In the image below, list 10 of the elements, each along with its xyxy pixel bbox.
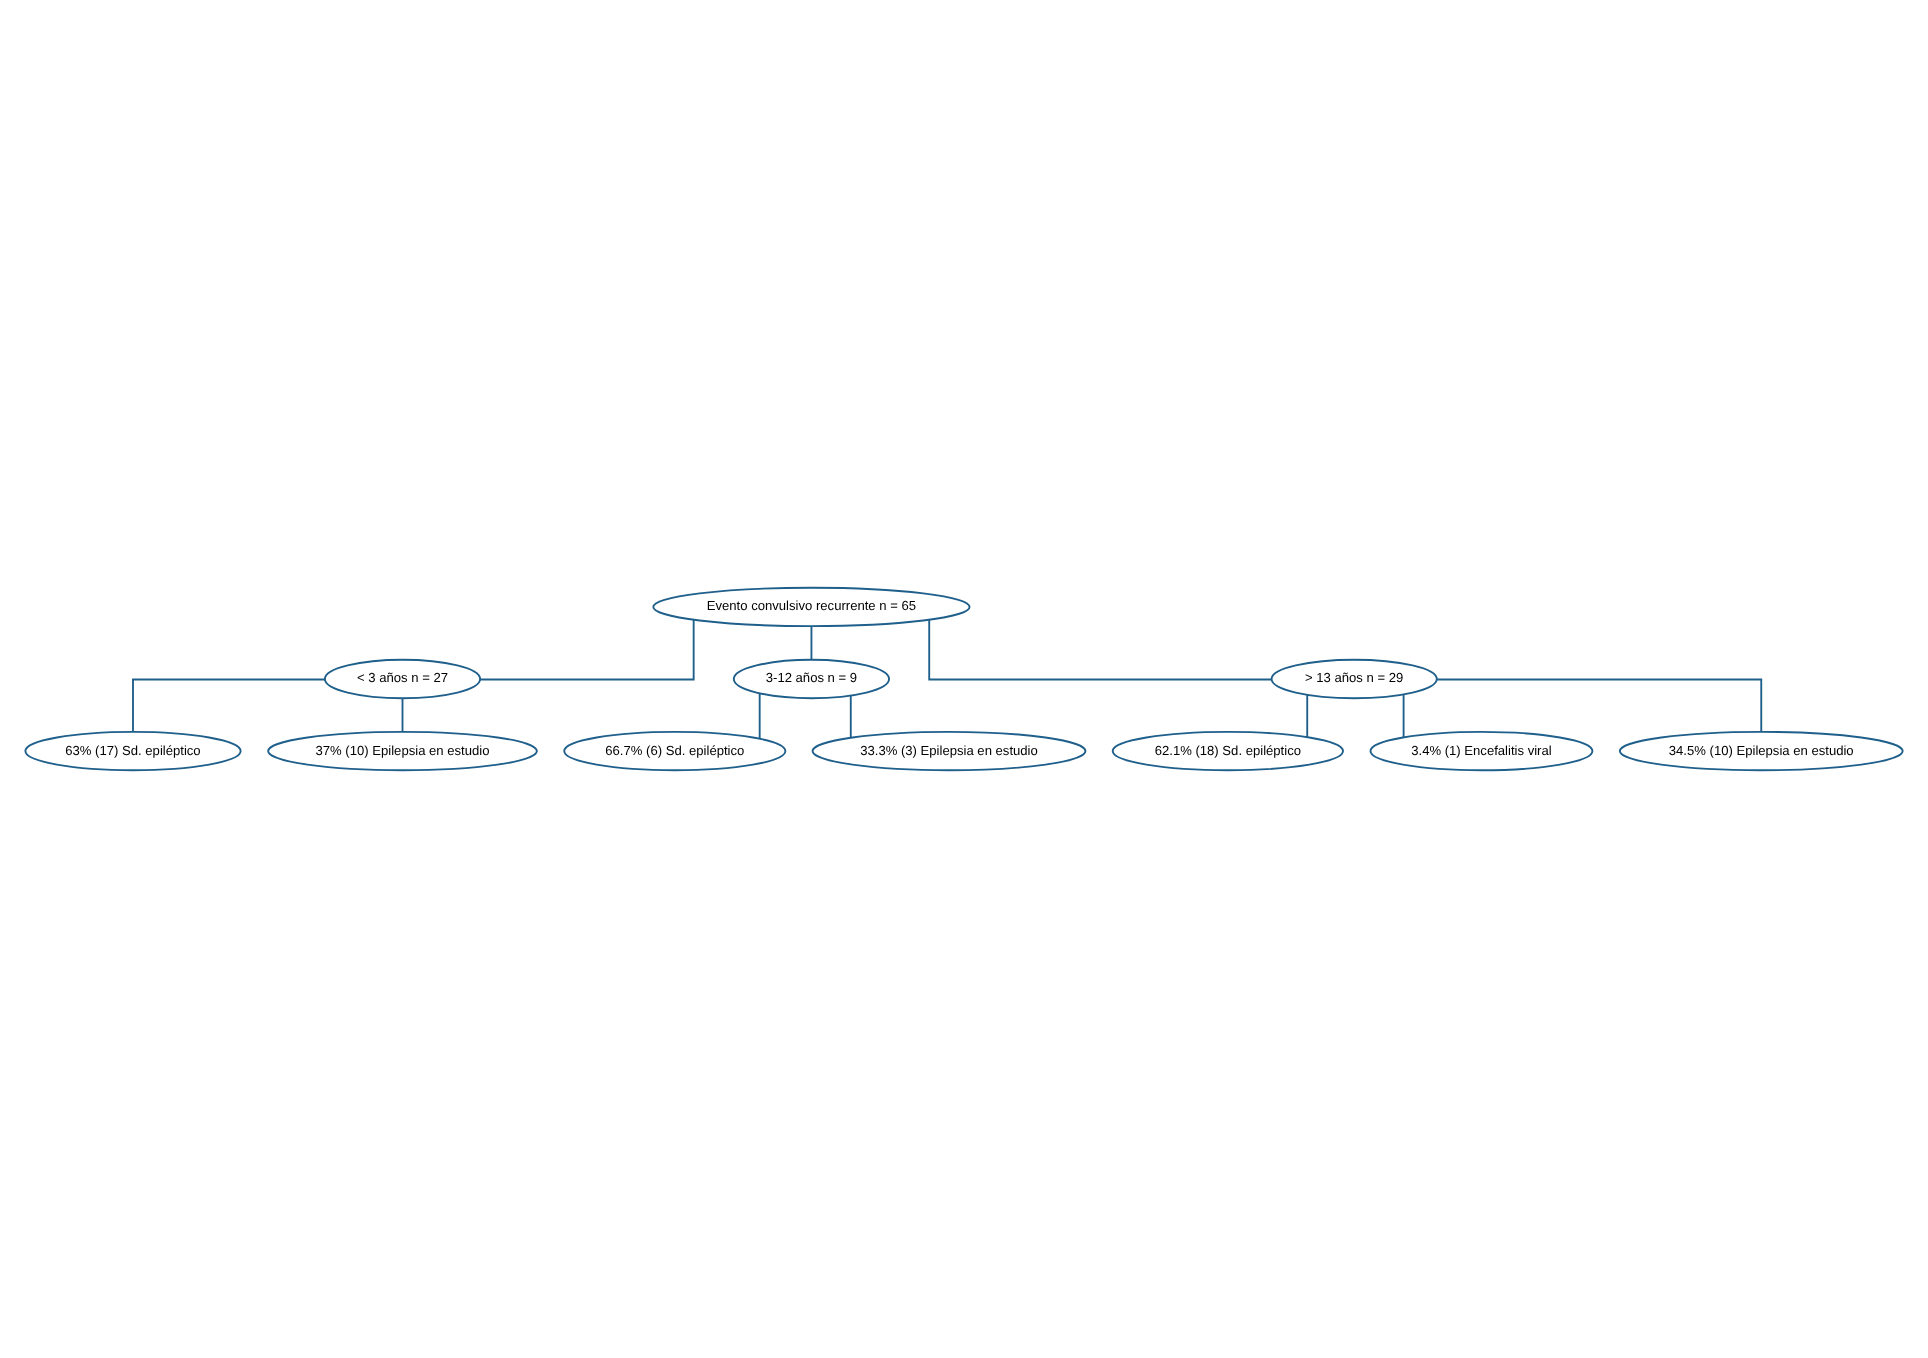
connector bbox=[1436, 678, 1763, 733]
connector bbox=[1306, 694, 1309, 738]
connector bbox=[479, 618, 695, 681]
connector bbox=[928, 618, 1273, 681]
connector bbox=[132, 678, 326, 733]
connector bbox=[758, 692, 761, 740]
connector bbox=[810, 625, 813, 661]
connector bbox=[1402, 693, 1405, 739]
connector bbox=[401, 697, 404, 733]
connector bbox=[849, 694, 852, 739]
